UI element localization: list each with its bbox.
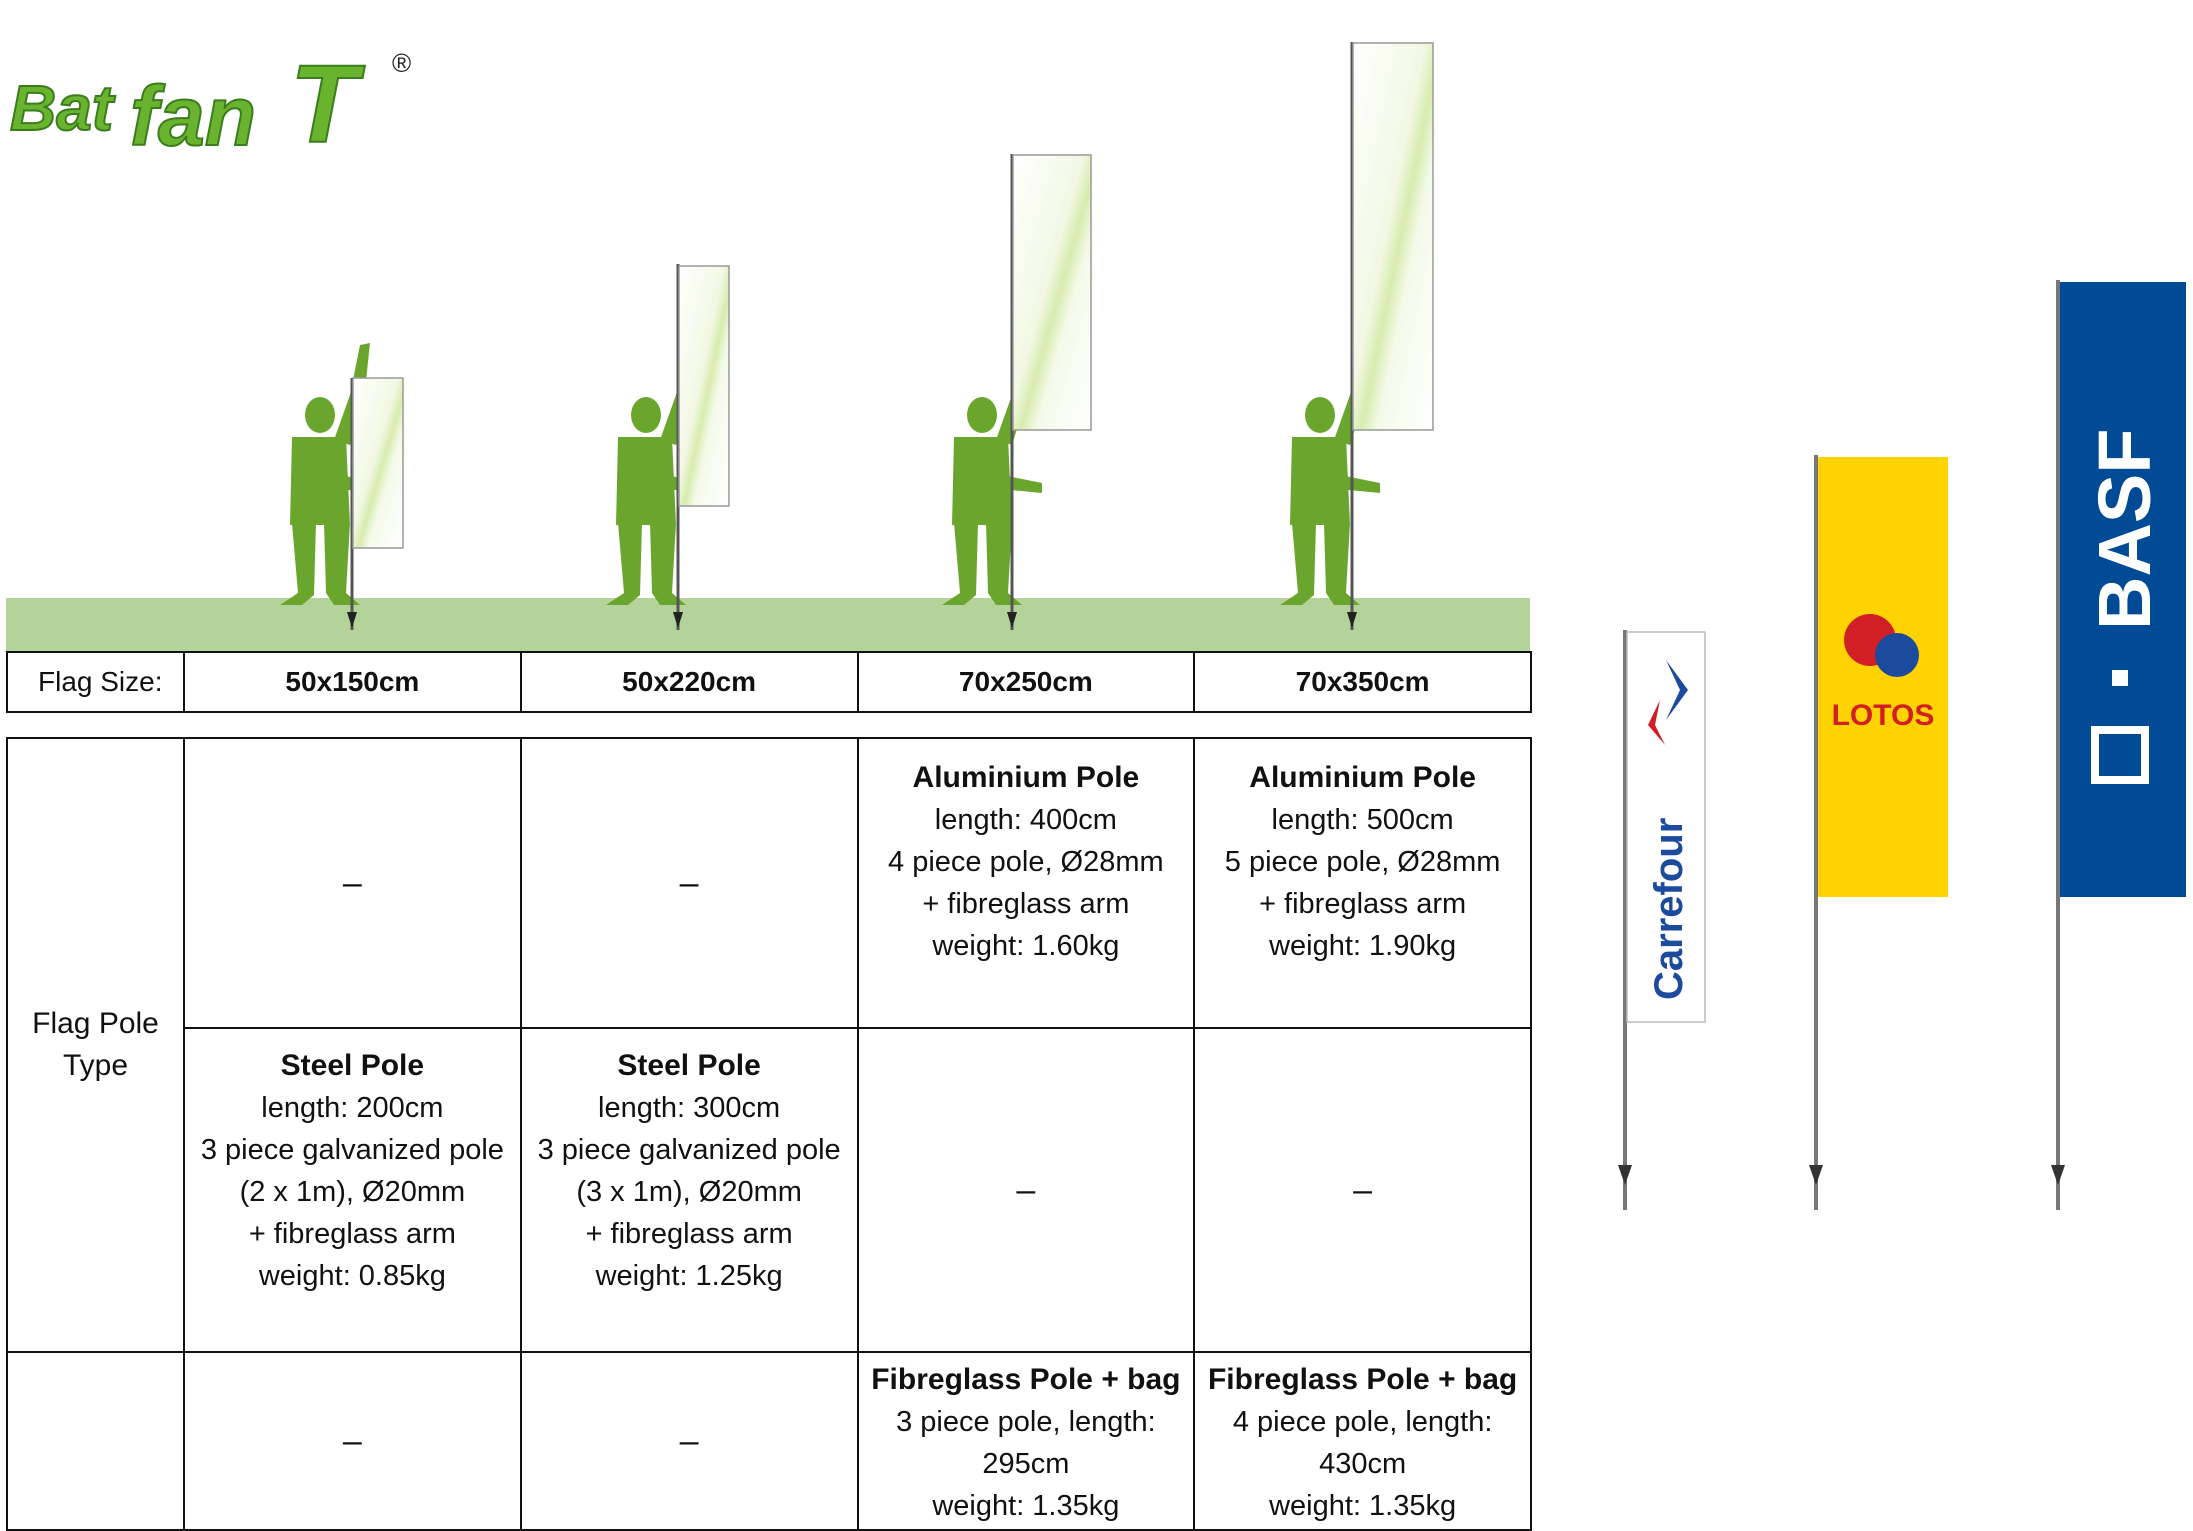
pole-spec: weight: 1.90kg bbox=[1269, 930, 1457, 962]
aluminium-pole-cell: Aluminium Pole length: 500cm 5 piece pol… bbox=[1193, 737, 1532, 1029]
size-cell: 70x250cm bbox=[856, 651, 1196, 713]
pole-spec: weight: 1.25kg bbox=[595, 1260, 783, 1292]
example-flags: Carrefour LOTOS BASF bbox=[1618, 280, 2186, 1210]
size-cell: 50x220cm bbox=[519, 651, 859, 713]
carrefour-flag: Carrefour bbox=[1618, 630, 1706, 1210]
pole-spec: (3 x 1m), Ø20mm bbox=[576, 1176, 802, 1208]
empty-cell: – bbox=[519, 737, 859, 1029]
pole-spec: weight: 0.85kg bbox=[258, 1260, 446, 1292]
figure-70x350 bbox=[1280, 42, 1434, 630]
flag-pole-type-label: Flag Pole Type bbox=[6, 737, 185, 1353]
pole-spec: + fibreglass arm bbox=[1259, 888, 1467, 920]
pole-spec: 3 piece galvanized pole bbox=[200, 1134, 504, 1166]
empty-cell: – bbox=[1193, 1027, 1532, 1353]
row-label-line: Flag Pole bbox=[32, 1007, 159, 1040]
logo-fan: fan bbox=[130, 69, 256, 163]
pole-title: Fibreglass Pole + bag bbox=[1207, 1363, 1518, 1396]
flag-size-row: Flag Size: 50x150cm 50x220cm 70x250cm 70… bbox=[6, 651, 1532, 713]
pole-spec: length: 500cm bbox=[1271, 804, 1454, 836]
size-cell: 70x350cm bbox=[1193, 651, 1532, 713]
figure-50x150 bbox=[280, 343, 404, 630]
pole-spec: (2 x 1m), Ø20mm bbox=[239, 1176, 466, 1208]
pole-spec: + fibreglass arm bbox=[585, 1218, 793, 1250]
pole-spec: + fibreglass arm bbox=[922, 888, 1130, 920]
size-cell: 50x150cm bbox=[183, 651, 522, 713]
aluminium-row: Flag Pole Type – – Aluminium Pole length… bbox=[6, 737, 1532, 1353]
flag-pole-table: Flag Pole Type – – Aluminium Pole length… bbox=[6, 737, 1532, 1531]
figure-50x220 bbox=[606, 264, 730, 630]
carrefour-label: Carrefour bbox=[1647, 818, 1691, 1000]
basf-flag: BASF bbox=[2051, 280, 2186, 1210]
pole-spec: weight: 1.60kg bbox=[932, 930, 1120, 962]
steel-pole-cell: Steel Pole length: 200cm 3 piece galvani… bbox=[183, 1027, 522, 1353]
pole-spec: length: 400cm bbox=[934, 804, 1117, 836]
pole-spec: length: 300cm bbox=[598, 1092, 781, 1124]
row-label-line: Type bbox=[62, 1049, 129, 1082]
flag-size-illustrations bbox=[280, 42, 1434, 630]
pole-title: Aluminium Pole bbox=[1249, 761, 1476, 794]
pole-title: Fibreglass Pole + bag bbox=[871, 1363, 1181, 1396]
row-label-empty bbox=[6, 1351, 185, 1531]
pole-spec: weight: 1.35kg bbox=[932, 1490, 1120, 1522]
empty-cell: – bbox=[183, 737, 522, 1029]
empty-cell: – bbox=[519, 1351, 859, 1531]
figure-70x250 bbox=[942, 154, 1092, 630]
pole-spec: 5 piece pole, Ø28mm bbox=[1224, 846, 1501, 878]
pole-spec: 4 piece pole, length: 430cm bbox=[1232, 1406, 1493, 1480]
pole-title: Aluminium Pole bbox=[912, 761, 1140, 794]
lotos-flag: LOTOS bbox=[1809, 455, 1948, 1210]
ground-strip bbox=[6, 598, 1530, 652]
empty-cell: – bbox=[856, 1027, 1196, 1353]
fibreglass-pole-cell: Fibreglass Pole + bag 3 piece pole, leng… bbox=[856, 1351, 1196, 1531]
pole-title: Steel Pole bbox=[280, 1049, 425, 1082]
pole-title: Steel Pole bbox=[617, 1049, 761, 1082]
fibreglass-pole-cell: Fibreglass Pole + bag 4 piece pole, leng… bbox=[1193, 1351, 1532, 1531]
logo-t: T bbox=[290, 43, 365, 166]
batfant-logo: Bat fan T ® bbox=[10, 42, 411, 167]
pole-spec: 3 piece pole, length: 295cm bbox=[896, 1406, 1156, 1480]
pole-spec: weight: 1.35kg bbox=[1269, 1490, 1457, 1522]
aluminium-pole-cell: Aluminium Pole length: 400cm 4 piece pol… bbox=[856, 737, 1196, 1029]
pole-spec: 4 piece pole, Ø28mm bbox=[888, 846, 1164, 878]
logo-bat: Bat bbox=[10, 72, 116, 144]
logo-registered: ® bbox=[392, 48, 411, 78]
flag-size-label: Flag Size: bbox=[6, 651, 185, 713]
steel-row: Steel Pole length: 200cm 3 piece galvani… bbox=[7, 1027, 1532, 1353]
basf-label: BASF bbox=[2083, 429, 2166, 630]
flag-size-table: Flag Size: 50x150cm 50x220cm 70x250cm 70… bbox=[6, 651, 1532, 713]
pole-spec: 3 piece galvanized pole bbox=[537, 1134, 841, 1166]
empty-cell: – bbox=[183, 1351, 522, 1531]
lotos-label: LOTOS bbox=[1832, 699, 1935, 732]
steel-pole-cell: Steel Pole length: 300cm 3 piece galvani… bbox=[519, 1027, 859, 1353]
pole-spec: length: 200cm bbox=[261, 1092, 444, 1124]
pole-spec: + fibreglass arm bbox=[248, 1218, 456, 1250]
fibreglass-row: – – Fibreglass Pole + bag 3 piece pole, … bbox=[6, 1351, 1532, 1531]
